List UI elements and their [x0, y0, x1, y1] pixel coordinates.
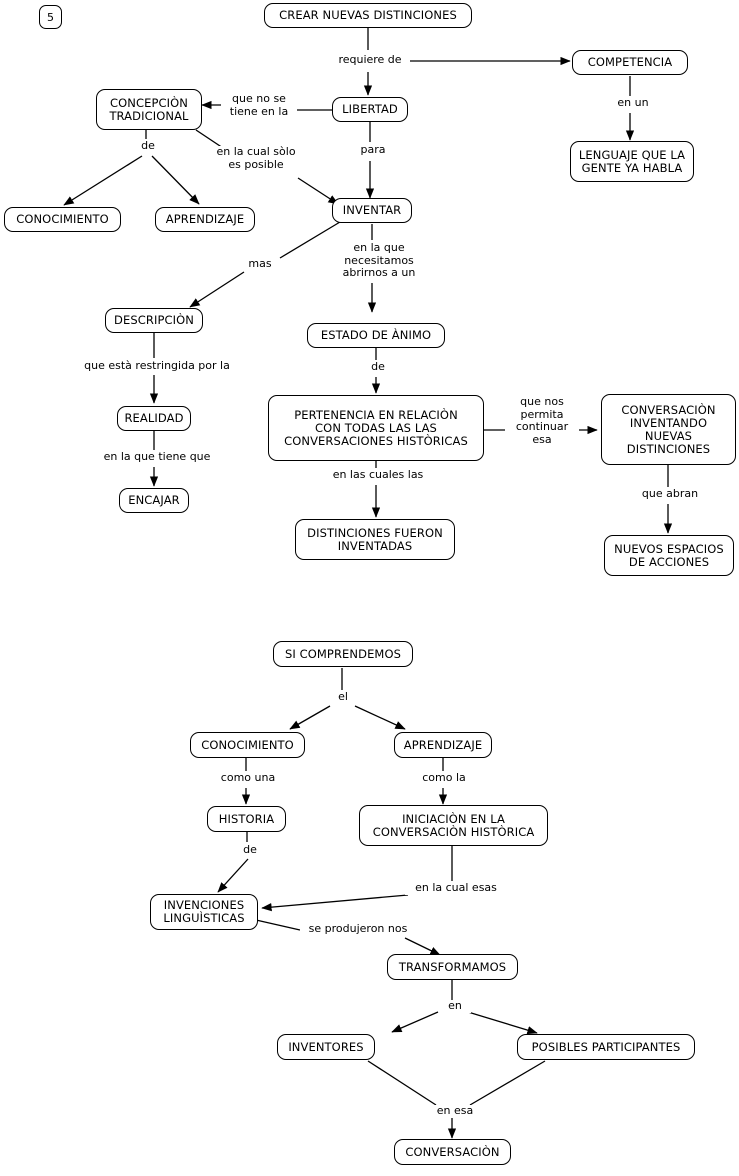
node-libertad[interactable]: LIBERTAD [332, 97, 408, 122]
edge-de-conocimiento [63, 155, 143, 206]
label-como-la: como la [411, 771, 477, 785]
node-lenguaje-que-la-gente-ya-habla[interactable]: LENGUAJE QUE LA GENTE YA HABLA [570, 141, 694, 182]
label-que-nos-permita-continuar-esa: que nos permita continuar esa [505, 395, 579, 446]
node-distinciones-fueron-inventadas[interactable]: DISTINCIONES FUERON INVENTADAS [295, 519, 455, 560]
edge-en-inventores [391, 1011, 439, 1033]
edge-inventores-enesa [367, 1060, 437, 1106]
node-concepcion-tradicional[interactable]: CONCEPCIÒN TRADICIONAL [96, 89, 202, 130]
node-aprendizaje-top[interactable]: APRENDIZAJE [155, 207, 255, 232]
node-conocimiento-top[interactable]: CONOCIMIENTO [4, 207, 121, 232]
label-en-la-cual-esas: en la cual esas [405, 881, 507, 895]
label-para: para [352, 143, 394, 157]
label-mas: mas [241, 257, 279, 271]
node-invenciones-linguisticas[interactable]: INVENCIONES LINGUÌSTICAS [150, 894, 258, 930]
node-aprendizaje-bottom[interactable]: APRENDIZAJE [394, 732, 492, 758]
node-crear-nuevas-distinciones[interactable]: CREAR NUEVAS DISTINCIONES [264, 3, 472, 28]
edge-de-invenciones [217, 858, 249, 893]
label-como-una: como una [211, 771, 285, 785]
edge-mas-descripcion [189, 271, 245, 308]
node-encajar[interactable]: ENCAJAR [119, 488, 189, 513]
node-iniciacion-conversacion-historica[interactable]: INICIACIÒN EN LA CONVERSACIÒN HISTÒRICA [359, 805, 548, 846]
label-en-la-que-tiene-que: en la que tiene que [96, 450, 218, 464]
label-el: el [326, 690, 360, 704]
node-inventores[interactable]: INVENTORES [277, 1034, 375, 1060]
label-en: en [439, 999, 471, 1013]
page-number-badge: 5 [39, 5, 62, 29]
node-estado-de-animo[interactable]: ESTADO DE ÀNIMO [307, 323, 445, 348]
label-que-no-se-tiene-en-la: que no se tiene en la [221, 92, 297, 118]
edge-el-aprendizaje [354, 705, 406, 730]
label-que-abran: que abran [633, 487, 707, 501]
edge-posibles-enesa [469, 1060, 546, 1106]
edge-el-conocimiento [289, 705, 331, 730]
edge-de-aprendizaje [151, 155, 200, 205]
edge-inventar-mas [279, 221, 341, 259]
node-realidad[interactable]: REALIDAD [117, 406, 191, 431]
node-conversacion-bottom[interactable]: CONVERSACIÒN [394, 1139, 511, 1165]
node-posibles-participantes[interactable]: POSIBLES PARTICIPANTES [517, 1034, 695, 1060]
label-en-la-cual-solo-es-posible: en la cual sòlo es posible [206, 145, 306, 171]
label-de-historia: de [234, 843, 266, 857]
node-transformamos[interactable]: TRANSFORMAMOS [387, 954, 518, 980]
label-en-esa: en esa [428, 1104, 482, 1118]
label-en-un: en un [603, 96, 663, 110]
label-que-esta-restringida-por-la: que està restringida por la [69, 359, 245, 373]
edge-seprodujeron-transformamos [404, 937, 441, 956]
label-en-las-cuales-las: en las cuales las [317, 468, 439, 482]
node-historia[interactable]: HISTORIA [207, 806, 286, 832]
label-de-concepcion: de [132, 139, 164, 153]
label-se-produjeron-nos: se produjeron nos [300, 922, 416, 936]
label-en-la-que-necesitamos-abrirnos-a-un: en la que necesitamos abrirnos a un [334, 241, 424, 280]
node-conocimiento-bottom[interactable]: CONOCIMIENTO [190, 732, 305, 758]
edge-invenciones-seprodujeron [255, 919, 301, 931]
edge-enlacualesas-invenciones [261, 894, 409, 912]
edge-en-posibles [467, 1011, 538, 1035]
node-conversacion-inventando-nuevas-distinciones[interactable]: CONVERSACIÒN INVENTANDO NUEVAS DISTINCIO… [601, 394, 736, 465]
node-inventar[interactable]: INVENTAR [332, 198, 412, 223]
node-descripcion[interactable]: DESCRIPCIÒN [105, 308, 203, 333]
node-si-comprendemos[interactable]: SI COMPRENDEMOS [273, 641, 413, 667]
node-nuevos-espacios-de-acciones[interactable]: NUEVOS ESPACIOS DE ACCIONES [604, 535, 734, 576]
node-pertenencia-en-relacion[interactable]: PERTENENCIA EN RELACIÒN CON TODAS LAS LA… [268, 395, 484, 461]
edge-enlacual-inventar [297, 177, 339, 205]
label-de-estado: de [362, 360, 394, 374]
node-competencia[interactable]: COMPETENCIA [572, 50, 688, 75]
label-requiere-de: requiere de [330, 53, 410, 67]
